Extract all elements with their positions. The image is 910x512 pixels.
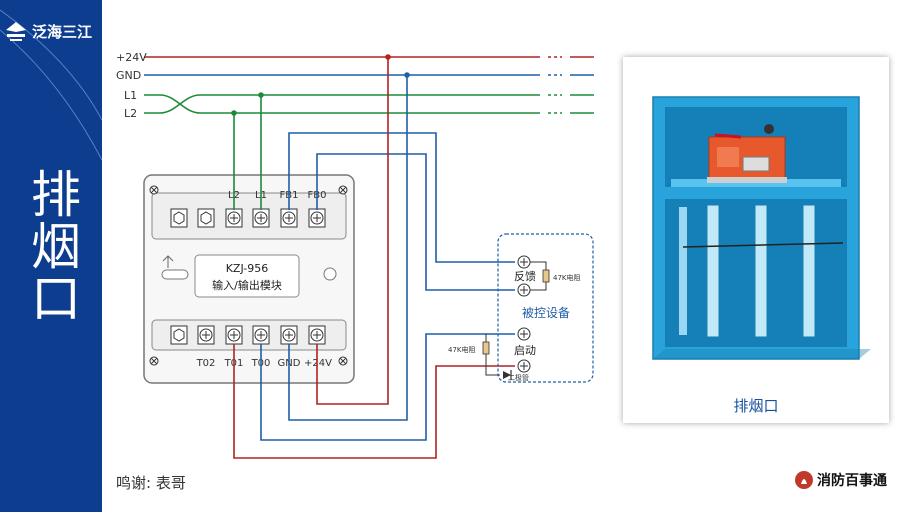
brand-logo: 泛海三江: [4, 20, 92, 42]
watermark: 消防百事通: [794, 470, 887, 490]
resistor-label-1: 47K电阻: [553, 273, 581, 282]
terminal-label-t02: T02: [196, 358, 216, 369]
module-model: KZJ-956: [226, 262, 269, 275]
photo-caption: 排烟口: [733, 397, 779, 415]
bus-labels: +24V GND L1 L2: [116, 51, 147, 120]
brand-name: 泛海三江: [32, 22, 93, 41]
controlled-device: 47K电阻 反馈 被控设备 47K电阻 启动 二极管: [448, 233, 594, 383]
io-module: L2 L1 FB1 FB0 T02 T01 T00 GND +24V KZJ-9…: [143, 174, 355, 384]
top-terminal-screws: [170, 208, 326, 228]
resistor-feedback: [542, 269, 550, 283]
watermark-text: 消防百事通: [817, 473, 887, 489]
page-title: 排烟口: [23, 168, 81, 324]
sidebar: 泛海三江 排烟口: [0, 0, 102, 512]
bus-lines: [144, 56, 594, 114]
fire-logo-icon: [795, 471, 813, 489]
bus-label-24v: +24V: [116, 51, 147, 64]
junction-dots: [231, 54, 410, 116]
smoke-damper-image: [652, 96, 871, 360]
module-label-plate: [194, 254, 300, 298]
module-led: [323, 267, 337, 281]
damper-blades: [679, 204, 816, 338]
terminal-label-24v: +24V: [304, 358, 332, 369]
resistor-label-2: 47K电阻: [448, 345, 476, 354]
resistor-start: [482, 341, 490, 355]
brand-mark-icon: [6, 22, 26, 41]
bus-label-gnd: GND: [116, 69, 141, 82]
diode-icon: [503, 371, 511, 379]
up-arrow-icon: [162, 255, 174, 268]
bottom-terminal-screws: [170, 325, 326, 345]
bus-label-l1: L1: [124, 89, 137, 102]
module-wires: [233, 57, 515, 459]
diode-label: 二极管: [508, 373, 529, 382]
feedback-label: 反馈: [514, 270, 536, 283]
corner-screws: [149, 185, 348, 366]
start-label: 启动: [514, 344, 536, 357]
device-terminals: [517, 255, 531, 373]
photo-frame: 排烟口: [623, 57, 889, 423]
device-box-label: 被控设备: [522, 306, 570, 320]
module-slot: [161, 269, 189, 280]
credit-text: 鸣谢: 表哥: [116, 474, 186, 492]
module-description: 输入/输出模块: [212, 278, 282, 292]
bus-label-l2: L2: [124, 107, 137, 120]
sidebar-decor: [0, 9, 102, 161]
